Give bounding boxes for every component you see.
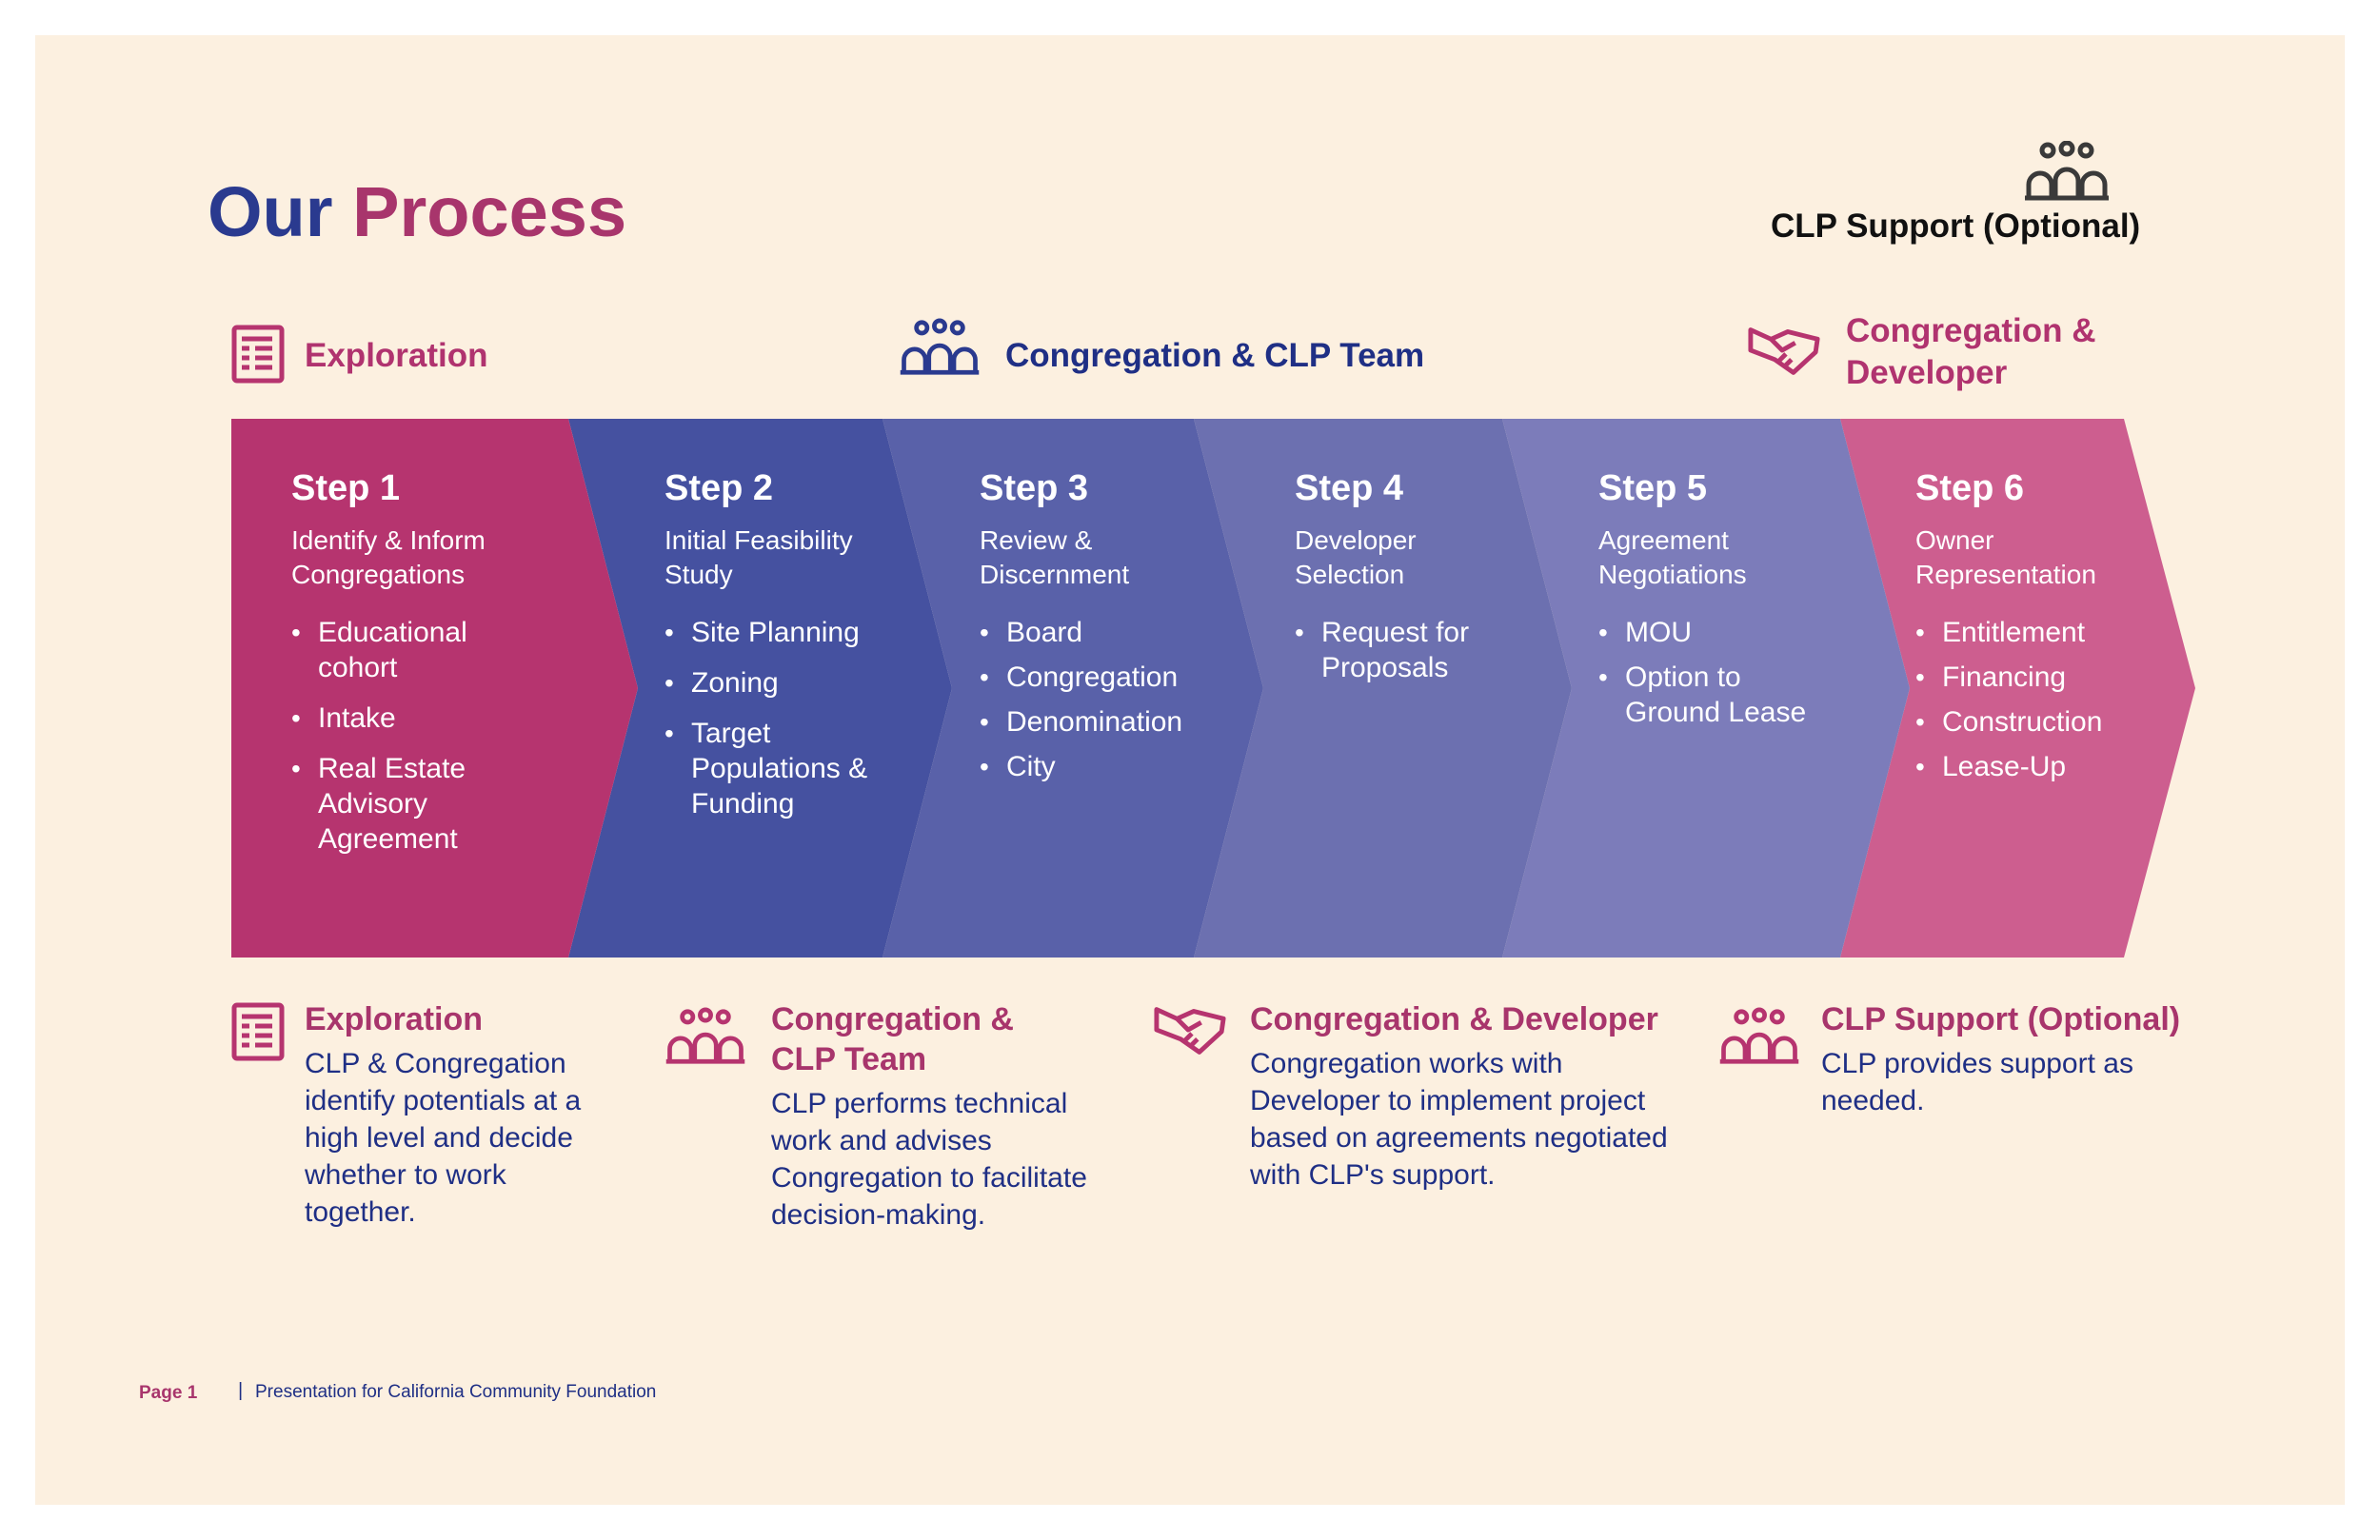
group-icon [665,1007,745,1064]
step-5-subtitle: Agreement Negotiations [1598,525,1747,589]
step-5-title: Step 5 [1598,468,1708,508]
list-item: Request for Proposals [1295,615,1571,685]
chevron-step-4 [1194,419,1572,958]
step-4: Step 4 Developer Selection Request for P… [1295,466,1571,701]
legend-team-label: Congregation & CLP Team [1005,337,1425,374]
handshake-icon [1154,1007,1226,1055]
step-1-subtitle: Identify & Inform Congregations [291,525,486,589]
step-6-title: Step 6 [1915,468,2025,508]
list-item: Target Populations & Funding [664,716,950,821]
step-4-subtitle: Developer Selection [1295,525,1417,589]
group-icon [2025,141,2109,201]
list-item: Board [980,615,1265,650]
list-item: Construction [1915,704,2201,740]
list-item: Real Estate Advisory Agreement [291,751,605,857]
list-item: Denomination [980,704,1265,740]
step-6: Step 6 Owner Representation Entitlement … [1915,466,2201,794]
list-item: Option to Ground Lease [1598,660,1884,730]
clp-support-legend-label: CLP Support (Optional) [1771,207,2141,245]
title-word-process: Process [352,172,627,251]
step-3-list: Board Congregation Denomination City [980,615,1265,784]
description-title: CLP Support (Optional) [1821,1001,2181,1037]
document-icon [231,325,285,384]
list-item: Site Planning [664,615,950,650]
description-text: CLP & Congregation identify potentials a… [305,1048,582,1228]
group-icon [900,318,980,375]
step-5: Step 5 Agreement Negotiations MOU Option… [1598,466,1884,740]
page-number: Page 1 [139,1383,198,1403]
group-icon [1719,1007,1799,1064]
step-2-subtitle: Initial Feasibility Study [664,525,853,589]
step-6-list: Entitlement Financing Construction Lease… [1915,615,2201,784]
step-4-title: Step 4 [1295,468,1404,508]
legend-exploration-label: Exploration [305,337,488,374]
list-item: Intake [291,701,605,736]
footer-separator: | [238,1380,244,1401]
list-item: Entitlement [1915,615,2201,650]
description-exploration: Exploration CLP & Congregation identify … [305,999,619,1231]
step-4-list: Request for Proposals [1295,615,1571,685]
step-2-list: Site Planning Zoning Target Populations … [664,615,950,821]
description-developer: Congregation & Developer Congregation wo… [1250,999,1669,1194]
step-1-title: Step 1 [291,468,401,508]
step-3: Step 3 Review & Discernment Board Congre… [980,466,1265,794]
list-item: Financing [1915,660,2201,695]
step-1-list: Educational cohort Intake Real Estate Ad… [291,615,605,857]
legend-developer-label: Congregation & Developer [1846,312,2096,391]
list-item: Lease-Up [1915,749,2201,784]
description-text: CLP provides support as needed. [1821,1048,2133,1116]
list-item: City [980,749,1265,784]
handshake-icon [1748,327,1820,375]
list-item: Congregation [980,660,1265,695]
step-2-title: Step 2 [664,468,774,508]
step-2: Step 2 Initial Feasibility Study Site Pl… [664,466,950,837]
step-3-title: Step 3 [980,468,1089,508]
document-icon [231,1002,285,1061]
description-team: Congregation & CLP Team CLP performs tec… [771,999,1123,1234]
list-item: MOU [1598,615,1884,650]
description-title: Congregation & Developer [1250,1001,1658,1037]
footer-text: Presentation for California Community Fo… [255,1382,657,1402]
description-title: Exploration [305,1001,484,1037]
step-6-subtitle: Owner Representation [1915,525,2096,589]
step-3-subtitle: Review & Discernment [980,525,1130,589]
step-5-list: MOU Option to Ground Lease [1598,615,1884,730]
description-text: Congregation works with Developer to imp… [1250,1048,1668,1191]
list-item: Zoning [664,665,950,701]
list-item: Educational cohort [291,615,605,685]
description-title: Congregation & CLP Team [771,1001,1014,1077]
title-word-our: Our [208,172,333,251]
step-1: Step 1 Identify & Inform Congregations E… [291,466,605,872]
page-title: Our Process [208,169,626,255]
description-text: CLP performs technical work and advises … [771,1088,1087,1231]
description-clp-support: CLP Support (Optional) CLP provides supp… [1821,999,2183,1119]
